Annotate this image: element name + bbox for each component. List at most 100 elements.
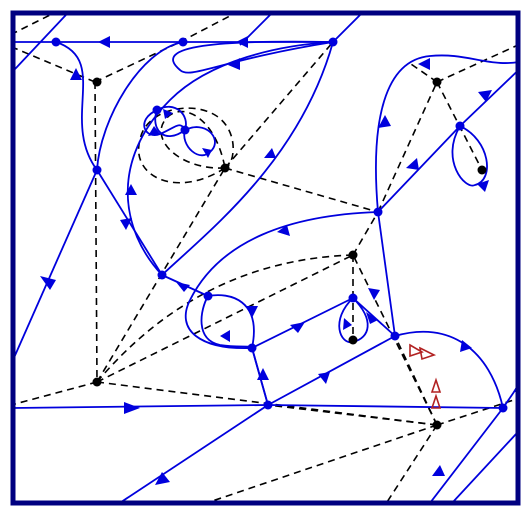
dashed-edge xyxy=(267,404,438,426)
flow-node xyxy=(203,291,213,301)
flow-arrowheads xyxy=(40,36,518,485)
arrowhead xyxy=(155,472,170,485)
dashed-edge xyxy=(352,254,438,426)
arrowhead xyxy=(163,109,173,119)
dashed-node xyxy=(432,77,442,87)
hollow-arrow-marker xyxy=(430,377,442,393)
flow-line xyxy=(332,13,364,43)
flow-node xyxy=(157,270,167,280)
dashed-node xyxy=(432,420,442,430)
flow-loop xyxy=(451,125,488,187)
flow-curve xyxy=(172,40,334,74)
flow-node xyxy=(92,165,102,175)
hollow-arrow-marker xyxy=(418,346,437,361)
dashed-edge xyxy=(394,335,438,426)
dashed-node xyxy=(220,163,230,173)
flow-line xyxy=(13,404,269,409)
flow-line xyxy=(267,404,504,409)
flow-node xyxy=(455,121,465,131)
black-nodes xyxy=(92,77,487,430)
flow-node xyxy=(263,400,273,410)
dashed-edge xyxy=(179,13,238,43)
flow-line xyxy=(377,125,461,213)
arrowhead xyxy=(318,372,330,384)
blue-nodes xyxy=(51,37,508,413)
flow-loop xyxy=(156,105,216,157)
arrowhead xyxy=(148,126,160,136)
flow-curve xyxy=(200,295,253,349)
arrowhead xyxy=(40,276,56,290)
arrowhead xyxy=(368,288,380,300)
flow-node xyxy=(51,37,61,47)
arrowhead xyxy=(246,306,258,318)
dashed-edge xyxy=(436,397,518,426)
flow-curve xyxy=(184,299,253,349)
arrowhead xyxy=(236,36,248,48)
flow-loop xyxy=(154,109,186,137)
arrowhead xyxy=(70,68,82,80)
arrowhead xyxy=(366,312,378,324)
flow-node xyxy=(348,293,358,303)
dashed-node xyxy=(348,250,358,260)
dashed-edge xyxy=(224,41,334,169)
dashed-edge xyxy=(13,381,98,406)
arrowhead xyxy=(176,282,190,292)
dashed-node xyxy=(92,77,102,87)
flow-curve xyxy=(161,41,334,276)
dashed-edge xyxy=(407,61,438,83)
flow-node xyxy=(178,37,188,47)
arrowhead xyxy=(406,158,419,170)
flow-curve xyxy=(375,54,518,213)
flow-line xyxy=(428,407,504,503)
red-markers xyxy=(409,343,442,409)
arrowhead xyxy=(290,322,305,333)
arrowhead xyxy=(124,402,140,414)
dashed-edge xyxy=(94,81,98,383)
arrowhead xyxy=(460,340,472,352)
diagram-frame xyxy=(10,10,521,506)
arrowhead xyxy=(98,36,110,48)
arrowhead xyxy=(120,218,132,230)
arrowhead xyxy=(432,465,445,476)
flow-curve xyxy=(96,41,184,171)
flow-node xyxy=(390,331,400,341)
arrowhead xyxy=(477,180,489,192)
arrowhead xyxy=(220,330,230,342)
flow-line xyxy=(118,404,269,503)
hollow-arrow-marker xyxy=(430,393,442,409)
arrowhead xyxy=(277,225,290,236)
flow-node xyxy=(247,343,257,353)
dashed-edge xyxy=(96,254,354,383)
flow-node xyxy=(498,403,508,413)
flow-curve xyxy=(207,294,255,349)
flow-line xyxy=(377,211,396,337)
arrowhead xyxy=(264,148,276,158)
dashed-edge xyxy=(352,211,379,256)
arrowhead xyxy=(478,90,492,102)
arrowhead xyxy=(228,58,240,70)
flow-line xyxy=(450,430,518,503)
arrowhead xyxy=(343,318,352,330)
dashed-edge xyxy=(377,81,438,213)
flow-line xyxy=(13,169,98,361)
arrowhead xyxy=(378,115,391,128)
flow-line xyxy=(239,13,274,46)
arrowhead xyxy=(257,368,269,380)
dashed-node xyxy=(348,335,358,345)
flow-line xyxy=(352,297,396,337)
flow-curve xyxy=(189,211,379,301)
dashed-loop xyxy=(160,110,226,169)
arrowhead xyxy=(125,184,137,195)
flow-line xyxy=(267,335,396,406)
flow-curve xyxy=(55,41,98,171)
flow-node xyxy=(180,125,190,135)
hollow-arrow-marker xyxy=(409,343,424,358)
dashed-edge xyxy=(224,167,379,213)
flow-node xyxy=(328,37,338,47)
flow-node xyxy=(373,207,383,217)
arrowhead xyxy=(418,58,430,70)
flow-curve xyxy=(126,41,334,276)
dashed-node xyxy=(477,165,487,175)
